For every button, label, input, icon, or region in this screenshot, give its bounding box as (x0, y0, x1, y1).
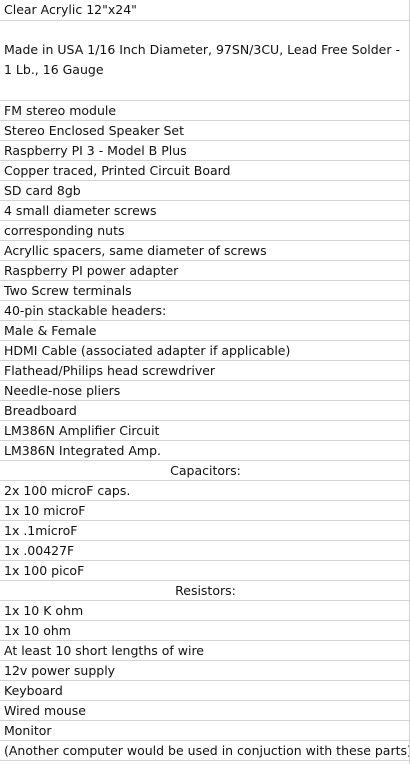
cell-wire[interactable]: At least 10 short lengths of wire (0, 641, 409, 661)
cell-screw-terminals[interactable]: Two Screw terminals (0, 281, 409, 301)
cell-breadboard[interactable]: Breadboard (0, 401, 409, 421)
cell-capacitors-heading[interactable]: Capacitors: (0, 461, 409, 481)
cell-note[interactable]: (Another computer would be used in conju… (0, 741, 409, 761)
cell-keyboard[interactable]: Keyboard (0, 681, 409, 701)
cell-mouse[interactable]: Wired mouse (0, 701, 409, 721)
cell-capacitor-0-1uf[interactable]: 1x .1microF (0, 521, 409, 541)
cell-screws[interactable]: 4 small diameter screws (0, 201, 409, 221)
cell-screwdriver[interactable]: Flathead/Philips head screwdriver (0, 361, 409, 381)
cell-fm-stereo-module[interactable]: FM stereo module (0, 101, 409, 121)
cell-capacitor-10uf[interactable]: 1x 10 microF (0, 501, 409, 521)
cell-stackable-headers[interactable]: 40-pin stackable headers: (0, 301, 409, 321)
cell-hdmi-cable[interactable]: HDMI Cable (associated adapter if applic… (0, 341, 409, 361)
cell-capacitor-100pf[interactable]: 1x 100 picoF (0, 561, 409, 581)
cell-monitor[interactable]: Monitor (0, 721, 409, 741)
cell-resistor-10k[interactable]: 1x 10 K ohm (0, 601, 409, 621)
cell-capacitor-100uf[interactable]: 2x 100 microF caps. (0, 481, 409, 501)
cell-raspberry-pi[interactable]: Raspberry PI 3 - Model B Plus (0, 141, 409, 161)
cell-pliers[interactable]: Needle-nose pliers (0, 381, 409, 401)
cell-capacitor-00427f[interactable]: 1x .00427F (0, 541, 409, 561)
cell-speaker-set[interactable]: Stereo Enclosed Speaker Set (0, 121, 409, 141)
cell-power-supply[interactable]: 12v power supply (0, 661, 409, 681)
cell-resistor-10[interactable]: 1x 10 ohm (0, 621, 409, 641)
cell-integrated-amp[interactable]: LM386N Integrated Amp. (0, 441, 409, 461)
cell-pi-power-adapter[interactable]: Raspberry PI power adapter (0, 261, 409, 281)
cell-resistors-heading[interactable]: Resistors: (0, 581, 409, 601)
cell-male-female[interactable]: Male & Female (0, 321, 409, 341)
cell-spacers[interactable]: Acryllic spacers, same diameter of screw… (0, 241, 409, 261)
cell-solder[interactable]: Made in USA 1/16 Inch Diameter, 97SN/3CU… (0, 21, 409, 101)
cell-pcb[interactable]: Copper traced, Printed Circuit Board (0, 161, 409, 181)
cell-acrylic-sheet[interactable]: Clear Acrylic 12"x24" (0, 0, 409, 21)
cell-nuts[interactable]: corresponding nuts (0, 221, 409, 241)
cell-amplifier-circuit[interactable]: LM386N Amplifier Circuit (0, 421, 409, 441)
cell-sd-card[interactable]: SD card 8gb (0, 181, 409, 201)
